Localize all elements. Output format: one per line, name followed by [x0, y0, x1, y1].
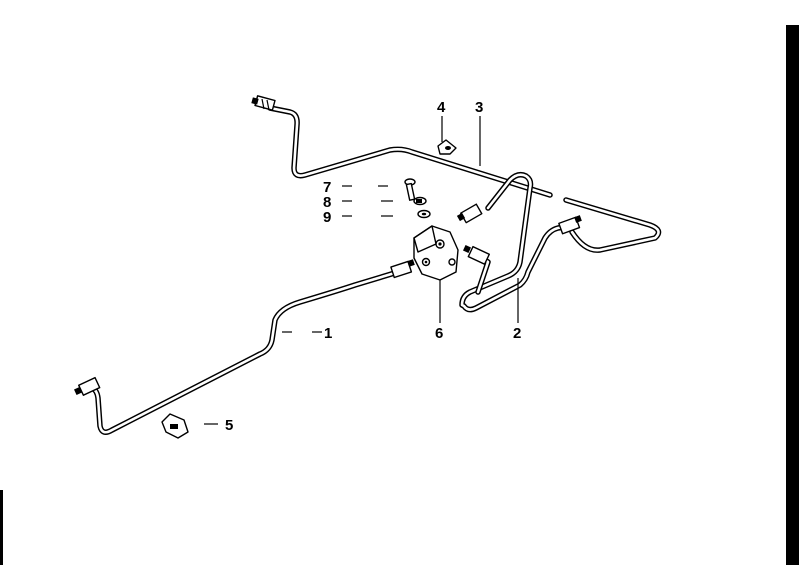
callout-7: 7	[323, 179, 331, 196]
sealing-ring	[342, 196, 427, 206]
banjo-bolt	[342, 178, 416, 201]
callout-9: 9	[323, 209, 331, 226]
washer	[342, 209, 431, 219]
pipe-fitting-lower-left	[74, 376, 101, 396]
pipe-fitting-upper-left	[251, 95, 276, 111]
pipe-fitting-distributor-top	[456, 203, 483, 224]
callout-3: 3	[475, 99, 483, 116]
pipe-fitting-right	[558, 215, 582, 235]
pipe-fitting-distributor-left	[390, 259, 415, 279]
pipe-clip-5	[161, 413, 218, 439]
brake-pipe-2	[459, 171, 573, 313]
pipe-clip-4	[437, 116, 457, 155]
page-edge-bar	[786, 25, 799, 565]
brake-distributor-block	[413, 225, 459, 323]
callout-1: 1	[324, 325, 332, 342]
brake-pipe-1	[89, 269, 401, 435]
callout-5: 5	[225, 417, 233, 434]
callout-2: 2	[513, 325, 521, 342]
pipe-fitting-distributor-right	[463, 245, 490, 265]
callout-4: 4	[437, 99, 446, 116]
brake-pipe-3	[267, 105, 662, 253]
callout-6: 6	[435, 325, 443, 342]
callout-8: 8	[323, 194, 331, 211]
page-edge-mark	[0, 490, 3, 565]
